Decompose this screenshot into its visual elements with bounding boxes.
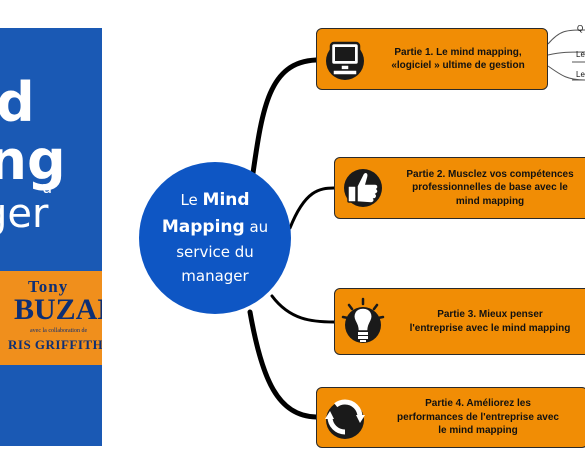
part-2-subtitle-2: mind mapping [455, 195, 525, 207]
book-coauthor: RIS GRIFFITHS [8, 337, 102, 352]
part-1-subtitle: «logiciel » ultime de gestion [391, 60, 525, 71]
central-topic[interactable]: Le Mind Mapping au service du manager [139, 162, 291, 314]
leaf-3[interactable]: Le [576, 70, 585, 79]
book-title-fragment-2: ing [0, 129, 66, 192]
cycle-arrows-icon [317, 395, 373, 441]
book-collab-text: avec la collaboration de [30, 328, 88, 334]
part-3-title: Partie 3. Mieux penser [437, 309, 543, 320]
central-prefix: Le [180, 191, 198, 210]
thumbs-up-icon [335, 166, 391, 210]
book-author-first-name: Tony [28, 277, 69, 296]
part-2-node[interactable]: Partie 2. Musclez vos compétences profes… [334, 157, 585, 219]
part-1-node[interactable]: Partie 1. Le mind mapping, «logiciel » u… [316, 28, 548, 90]
computer-icon [317, 37, 373, 81]
part-4-subtitle-2: le mind mapping [438, 425, 518, 437]
branch-line-2 [288, 186, 336, 230]
book-title-fragment-4: ger [0, 191, 49, 237]
branch-line-4 [247, 309, 319, 420]
book-title-fragment-1: d [0, 71, 35, 134]
part-3-subtitle: l'entreprise avec le mind mapping [409, 322, 571, 334]
central-bold-2: Mapping [161, 217, 245, 238]
part-3-node[interactable]: Partie 3. Mieux penser l'entreprise avec… [334, 288, 585, 355]
leaf-1[interactable]: Q [577, 24, 584, 33]
branch-line-1 [249, 57, 319, 183]
book-title-fragment-3: u [42, 178, 53, 197]
central-bold-1: Mind [202, 190, 250, 211]
leaf-line-1 [547, 29, 585, 45]
part-2-subtitle: professionnelles de base avec le [412, 182, 568, 194]
part-4-title: Partie 4. Améliorez les [425, 398, 531, 410]
book-author-last-name: BUZAN [14, 293, 102, 326]
book-cover: d ing u ger Tony BUZAN avec la collabora… [0, 28, 102, 446]
leaf-2[interactable]: Le [576, 50, 585, 59]
leaf-line-2 [547, 51, 585, 56]
branch-line-3 [270, 294, 336, 324]
central-line-3: service du [176, 243, 254, 262]
part-4-subtitle: performances de l'entreprise avec [397, 411, 559, 423]
central-suffix: au [249, 218, 269, 237]
book-author-band: Tony BUZAN avec la collaboration de RIS … [0, 271, 102, 365]
part-4-node[interactable]: Partie 4. Améliorez les performances de … [316, 387, 585, 448]
part-2-title: Partie 2. Musclez vos compétences [406, 168, 574, 180]
central-line-4: manager [181, 266, 249, 285]
lightbulb-icon [335, 297, 391, 347]
part-1-title: Partie 1. Le mind mapping, [394, 46, 522, 58]
